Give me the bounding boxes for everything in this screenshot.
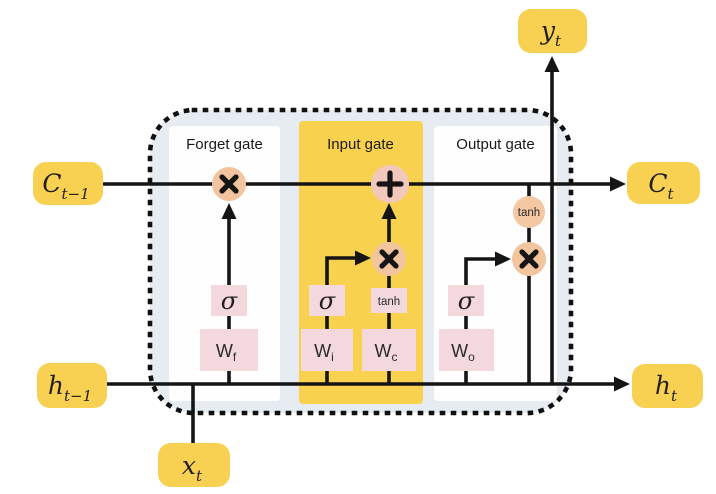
term-sub: t — [671, 387, 678, 405]
weight-forget-label: Wf — [216, 341, 237, 364]
term-sub: t−1 — [62, 185, 90, 203]
tanh-node: tanh — [513, 196, 545, 228]
w-main: W — [314, 341, 331, 361]
weight-input-label: Wi — [314, 341, 334, 364]
add-icon — [376, 170, 404, 198]
term-sub: t — [555, 32, 562, 50]
w-sub: c — [392, 350, 398, 364]
terminal-c-prev: Ct−1 — [33, 162, 103, 205]
weight-cell-box: Wc — [362, 329, 416, 371]
term-sub: t−1 — [64, 387, 92, 405]
terminal-h-prev: ht−1 — [37, 363, 107, 408]
term-main: h — [655, 371, 671, 400]
terminal-c-out-label: Ct — [648, 169, 674, 203]
candidate-tanh-box: tanh — [371, 288, 407, 313]
term-main: x — [182, 451, 196, 480]
input-multiply-node — [372, 242, 406, 276]
term-main: C — [648, 169, 667, 198]
multiply-icon — [379, 249, 399, 269]
w-sub: i — [331, 350, 334, 364]
output-sigma-box: σ — [448, 285, 484, 316]
arrowhead-output-multiply — [495, 251, 511, 267]
term-sub: t — [196, 467, 203, 485]
term-sub: t — [668, 185, 675, 203]
terminal-h-prev-label: ht−1 — [48, 371, 92, 405]
weight-output-label: Wo — [451, 341, 475, 364]
terminal-y-output: yt — [518, 9, 587, 53]
w-main: W — [216, 341, 233, 361]
term-main: C — [42, 169, 61, 198]
add-node — [371, 165, 409, 203]
sigma-label: σ — [221, 287, 238, 315]
arrowhead-ct — [610, 176, 626, 192]
terminal-c-out: Ct — [627, 162, 700, 204]
term-main: h — [48, 371, 64, 400]
arrowhead-input-multiply — [355, 250, 371, 266]
sigma-label: σ — [319, 287, 336, 315]
weight-forget-box: Wf — [200, 329, 258, 371]
terminal-h-out-label: ht — [655, 371, 678, 405]
terminal-x-input: xt — [158, 443, 230, 487]
input-sigma-box: σ — [309, 285, 345, 316]
w-sub: f — [233, 350, 237, 364]
terminal-h-out: ht — [632, 364, 703, 408]
w-main: W — [375, 341, 392, 361]
arrowhead-yt — [544, 56, 560, 72]
multiply-icon — [219, 174, 239, 194]
weight-cell-label: Wc — [375, 341, 398, 364]
output-gate-label: Output gate — [456, 136, 534, 153]
arrowhead-add — [381, 203, 397, 219]
multiply-icon — [519, 249, 539, 269]
forget-multiply-node — [212, 167, 246, 201]
weight-output-box: Wo — [439, 329, 494, 371]
tanh-circle-label: tanh — [518, 207, 540, 219]
sigma-label: σ — [458, 287, 475, 315]
output-multiply-node — [512, 242, 546, 276]
weight-input-box: Wi — [301, 329, 353, 371]
term-main: y — [540, 16, 556, 45]
arrowhead-forget-multiply — [221, 203, 237, 219]
forget-gate-label: Forget gate — [186, 136, 263, 153]
input-gate-label: Input gate — [327, 136, 394, 153]
terminal-x-input-label: xt — [182, 451, 203, 485]
tanh-box-label: tanh — [378, 296, 400, 308]
terminal-c-prev-label: Ct−1 — [42, 169, 89, 203]
forget-sigma-box: σ — [211, 285, 247, 316]
arrowhead-ht — [614, 376, 630, 392]
terminal-y-output-label: yt — [540, 16, 562, 50]
w-sub: o — [468, 350, 475, 364]
w-main: W — [451, 341, 468, 361]
